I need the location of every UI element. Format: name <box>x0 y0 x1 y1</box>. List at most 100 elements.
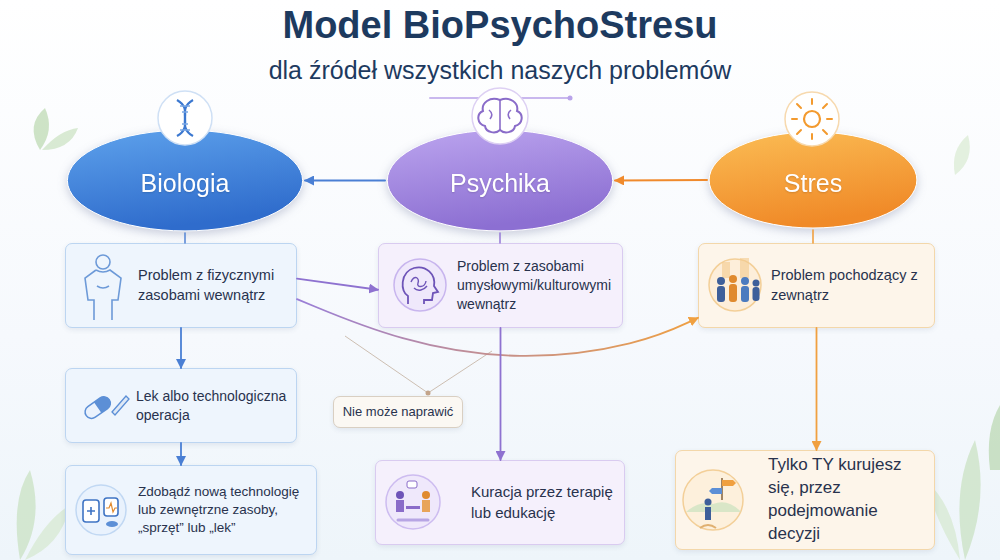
dna-icon <box>158 91 212 145</box>
sun-core <box>804 111 820 127</box>
title-underline <box>430 97 570 99</box>
person-body <box>741 286 749 302</box>
scalpel <box>112 396 129 415</box>
node-text: Biologia <box>141 163 230 198</box>
icon-circle <box>709 259 761 311</box>
leader-lines <box>345 336 492 396</box>
books <box>398 519 428 522</box>
leader-dot <box>426 391 431 396</box>
category-ellipse: Psychika <box>385 128 615 233</box>
problem-box: Problem pochodzący z zewnątrz <box>698 243 935 328</box>
watch <box>104 498 118 516</box>
node-text: Kuracja przez terapię lub edukację <box>471 482 618 523</box>
dna-rung <box>180 106 190 130</box>
node-text: Zdobądź nową technologię lub zewnętrzne … <box>138 483 310 538</box>
node-text: Problem z zasobami umysłowymi/kulturowym… <box>457 257 618 314</box>
brain-outline <box>478 99 521 132</box>
icon-circle <box>785 92 839 146</box>
node-text: Problem z fizycznymi zasobami wewnątrz <box>138 266 290 305</box>
icon-circle <box>472 88 528 144</box>
person-body <box>717 286 725 302</box>
connector-arrow <box>499 233 501 243</box>
subtitle: dla źródeł wszystkich naszych problemów <box>0 56 1000 85</box>
leaf <box>17 470 36 560</box>
person-body <box>396 500 404 512</box>
pill-bottle <box>83 500 99 522</box>
icon-circle <box>386 475 440 529</box>
problem-box: Problem z zasobami umysłowymi/kulturowym… <box>378 243 623 328</box>
leaf <box>42 128 78 150</box>
cross <box>87 507 95 515</box>
brain-fold <box>489 100 511 130</box>
connector-arrow <box>184 233 186 243</box>
body-line <box>97 286 109 288</box>
ellipse-fill <box>387 130 612 231</box>
icon-circle <box>394 259 446 311</box>
connector-arrow <box>615 179 707 182</box>
head-profile <box>403 267 438 304</box>
pill-icon <box>83 394 129 421</box>
connector-arrow <box>297 279 378 290</box>
solution-box: Kuracja przez terapię lub edukację <box>375 460 625 545</box>
node-text: Problem pochodzący z zewnątrz <box>771 266 928 305</box>
ellipse-fill <box>67 130 302 231</box>
note-box: Nie może naprawić <box>333 396 463 428</box>
capsule-half <box>94 394 113 413</box>
leaf <box>25 505 70 560</box>
leaf-decoration <box>17 108 1000 560</box>
device-icon <box>76 485 126 535</box>
diagram-title: Model BioPsychoStresu <box>0 4 1000 47</box>
leaf <box>989 405 1000 470</box>
person-head <box>396 491 404 499</box>
building <box>722 262 730 278</box>
connector-arrow <box>297 299 698 356</box>
connector-arrow <box>305 180 385 182</box>
person-head <box>753 280 760 287</box>
dna-strand <box>177 100 193 136</box>
person-head <box>422 491 430 499</box>
pill <box>106 521 118 527</box>
person-head <box>741 277 749 285</box>
body-icon <box>85 255 121 320</box>
sun-icon <box>785 92 839 146</box>
node-text: Stres <box>784 163 842 198</box>
leaf <box>959 440 980 560</box>
icon-circle <box>158 91 212 145</box>
person-body <box>729 284 737 302</box>
person-head <box>705 499 712 506</box>
connector-arrow <box>180 328 182 368</box>
sign <box>709 488 722 494</box>
connector-arrow <box>500 328 502 460</box>
capsule <box>83 394 113 421</box>
treatment-box: Lek albo technologiczna operacja <box>65 368 297 443</box>
body-torso <box>85 270 121 320</box>
signpost <box>721 478 723 500</box>
hill <box>686 502 741 512</box>
title-dot <box>568 96 573 101</box>
leader-line <box>345 336 428 393</box>
person-head <box>717 277 725 285</box>
building <box>740 258 749 278</box>
person-head <box>729 275 737 283</box>
leader-line <box>428 351 492 393</box>
node-text: Tylko TY kurujesz się, przez podejmowani… <box>768 454 928 546</box>
connector-arrow <box>816 328 818 450</box>
connector-arrow <box>180 443 182 465</box>
brain-icon <box>472 88 528 144</box>
category-ellipse: Biologia <box>65 128 305 233</box>
dna-strand <box>177 100 193 136</box>
leaf <box>954 135 970 175</box>
solution-box: Tylko TY kurujesz się, przez podejmowani… <box>675 450 935 550</box>
person-body <box>705 507 711 520</box>
person-body <box>753 287 760 301</box>
node-text: Psychika <box>450 163 550 198</box>
ellipse-fill <box>709 132 917 228</box>
sun-ray <box>792 99 832 139</box>
mind-icon <box>394 259 446 311</box>
leaf <box>34 108 49 150</box>
pulse <box>106 503 117 512</box>
connector-arrow <box>812 230 814 243</box>
therapy-icon <box>386 475 440 529</box>
node-text: Lek albo technologiczna operacja <box>136 387 292 425</box>
